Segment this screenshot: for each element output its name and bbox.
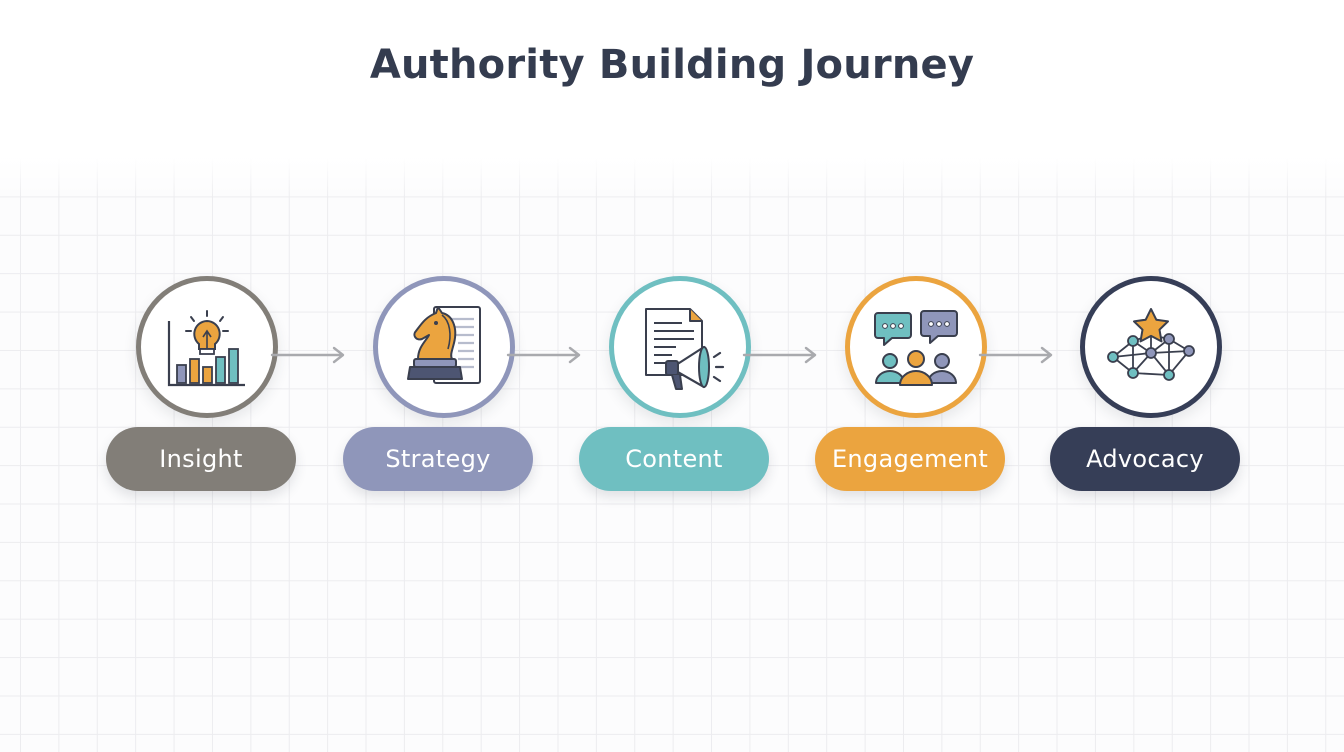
step-engagement-circle: [845, 276, 987, 418]
step-insight: Insight: [106, 276, 306, 496]
step-content: Content: [579, 276, 779, 496]
step-engagement-label: Engagement: [815, 427, 1005, 491]
grid-fade: [0, 158, 1344, 198]
step-strategy-label: Strategy: [343, 427, 533, 491]
arrow-content-to-engagement: [742, 346, 817, 364]
people-chat-icon: [874, 310, 958, 386]
document-megaphone-icon: [645, 308, 725, 390]
step-advocacy-label: Advocacy: [1050, 427, 1240, 491]
page-title: Authority Building Journey: [369, 42, 975, 88]
step-insight-circle: [136, 276, 278, 418]
step-advocacy-circle: [1080, 276, 1222, 418]
step-content-label: Content: [579, 427, 769, 491]
step-advocacy: Advocacy: [1050, 276, 1250, 496]
step-insight-label: Insight: [106, 427, 296, 491]
step-strategy: Strategy: [343, 276, 543, 496]
chess-knight-icon: [407, 306, 481, 384]
step-content-circle: [609, 276, 751, 418]
lightbulb-chart-icon: [167, 310, 245, 387]
arrow-engagement-to-advocacy: [978, 346, 1053, 364]
arrow-insight-to-strategy: [270, 346, 345, 364]
arrow-strategy-to-content: [506, 346, 581, 364]
step-engagement: Engagement: [815, 276, 1015, 496]
star-network-icon: [1107, 308, 1195, 381]
step-strategy-circle: [373, 276, 515, 418]
